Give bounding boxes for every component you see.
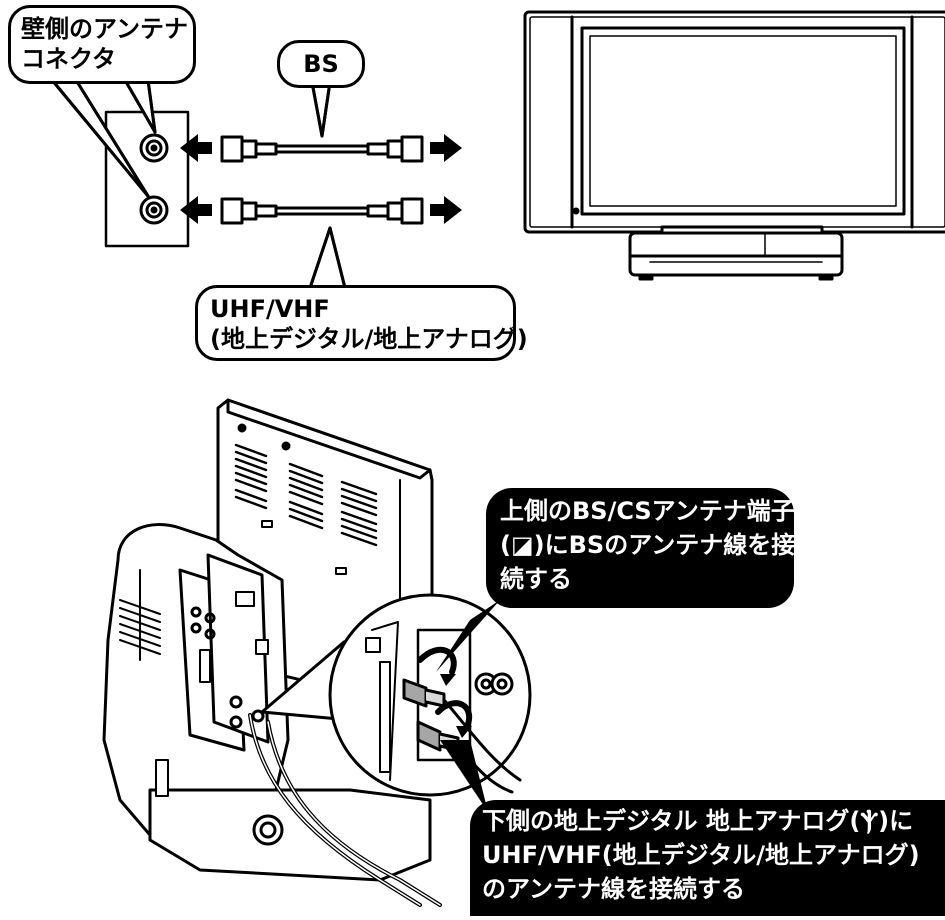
lower-terminal-pointer: [440, 740, 488, 812]
lower-terminal-callout: 下側の地上デジタル 地上アナログ(Ⲯ)に UHF/VHF(地上デジタル/地上アナ…: [470, 800, 945, 916]
wall-connector-callout: 壁側のアンテナ コネクタ: [8, 5, 196, 84]
uhf-vhf-line2: (地上デジタル/地上アナログ): [210, 325, 528, 353]
wall-connector-line1: 壁側のアンテナ: [21, 15, 189, 43]
tv-illustration: [523, 10, 945, 281]
upper-terminal-callout: 上側のBS/CSアンテナ端子 (◪)にBSのアンテナ線を接 続する: [486, 488, 796, 608]
arrow-left-upper-icon: [180, 134, 212, 162]
bs-callout: BS: [277, 40, 365, 88]
upper-terminal-line1: 上側のBS/CSアンテナ端子: [500, 497, 795, 525]
wall-callout-pointers: [50, 78, 157, 198]
lower-terminal-line2: UHF/VHF(地上デジタル/地上アナログ): [482, 841, 920, 869]
lower-terminal-line3: のアンテナ線を接続する: [482, 875, 746, 903]
wall-connector-line2: コネクタ: [21, 45, 117, 73]
wall-panel: [104, 110, 190, 248]
upper-terminal-line3: 続する: [500, 565, 572, 593]
zoom-detail: [328, 593, 532, 797]
uhf-callout-pointer: [308, 226, 347, 290]
bs-label: BS: [303, 50, 339, 78]
bs-callout-pointer: [310, 80, 332, 138]
uhf-vhf-line1: UHF/VHF: [210, 295, 330, 323]
uhf-cable: [220, 197, 424, 225]
uhf-vhf-callout: UHF/VHF (地上デジタル/地上アナログ): [195, 285, 528, 361]
upper-terminal-line2: (◪)にBSのアンテナ線を接: [500, 531, 796, 559]
arrow-right-lower-icon: [430, 196, 462, 224]
lower-terminal-line1: 下側の地上デジタル 地上アナログ(Ⲯ)に: [482, 807, 914, 835]
arrow-left-lower-icon: [180, 196, 212, 224]
upper-terminal-pointer: [436, 600, 500, 672]
arrow-right-upper-icon: [430, 134, 462, 162]
bs-cable: [220, 135, 424, 163]
